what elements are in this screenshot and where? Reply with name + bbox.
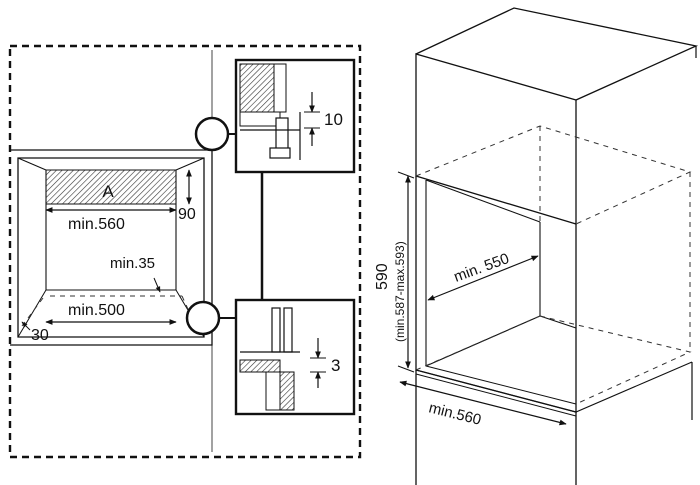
width-500-label: min.500 bbox=[68, 302, 125, 319]
cabinet-3d-view: 590 (min.587-max.593) min. 550 min.560 bbox=[374, 7, 699, 485]
width-560-right-arrow bbox=[399, 380, 567, 426]
wood-panel bbox=[279, 371, 295, 411]
offset-30-arrow bbox=[21, 321, 31, 331]
height-590-tick bbox=[397, 365, 415, 373]
wood-panel bbox=[265, 371, 281, 411]
floor-dashed bbox=[21, 293, 47, 327]
niche-floor bbox=[425, 365, 577, 405]
niche-edge bbox=[175, 157, 205, 171]
back-box-dashed bbox=[415, 125, 692, 225]
gap-10-label: 10 bbox=[324, 110, 343, 129]
outer-dashed-frame bbox=[8, 44, 362, 459]
niche-inner-top bbox=[425, 179, 541, 223]
area-a-label: A bbox=[102, 182, 114, 201]
wood-panel bbox=[239, 63, 275, 113]
height-590-label: 590 bbox=[374, 263, 391, 290]
upper-cabinet-front bbox=[415, 53, 577, 225]
back-box-dashed bbox=[539, 315, 692, 405]
detail-circle-top bbox=[194, 116, 230, 152]
oven-bracket bbox=[271, 307, 281, 353]
hatched-area-a bbox=[45, 169, 177, 205]
wood-panel bbox=[239, 111, 281, 127]
detail-circle-bottom bbox=[185, 300, 221, 336]
height-90-label: 90 bbox=[178, 206, 196, 223]
depth-35-arrow bbox=[153, 277, 161, 293]
depth-550-label: min. 550 bbox=[452, 250, 512, 286]
oven-bracket bbox=[283, 307, 293, 353]
niche-floor bbox=[539, 315, 577, 329]
detail-box-bottom: 3 bbox=[234, 298, 356, 416]
niche-edge bbox=[17, 289, 47, 338]
back-box-dashed bbox=[415, 315, 541, 371]
front-view-panel: A 90 min.560 min.35 min.500 30 bbox=[8, 44, 362, 459]
detail-box-top: 10 bbox=[234, 58, 356, 174]
wood-panel bbox=[239, 359, 281, 373]
depth-550-arrow bbox=[427, 255, 539, 301]
niche-outer-frame bbox=[10, 149, 213, 346]
depth-35-label: min.35 bbox=[110, 255, 155, 272]
width-560-right-label: min.560 bbox=[427, 399, 483, 428]
detail-box-frame bbox=[234, 298, 356, 416]
upper-cabinet-top bbox=[415, 7, 699, 101]
lower-cabinet-top bbox=[415, 361, 693, 413]
width-560-label: min.560 bbox=[68, 216, 125, 233]
height-590-range-label: (min.587-max.593) bbox=[393, 241, 407, 342]
height-590-tick bbox=[397, 171, 415, 179]
lower-cabinet-front bbox=[415, 370, 577, 485]
wood-panel bbox=[273, 63, 287, 113]
offset-30-label: 30 bbox=[31, 327, 49, 344]
oven-bracket bbox=[269, 147, 291, 159]
gap-3-label: 3 bbox=[331, 356, 340, 375]
niche-edge bbox=[17, 157, 47, 171]
